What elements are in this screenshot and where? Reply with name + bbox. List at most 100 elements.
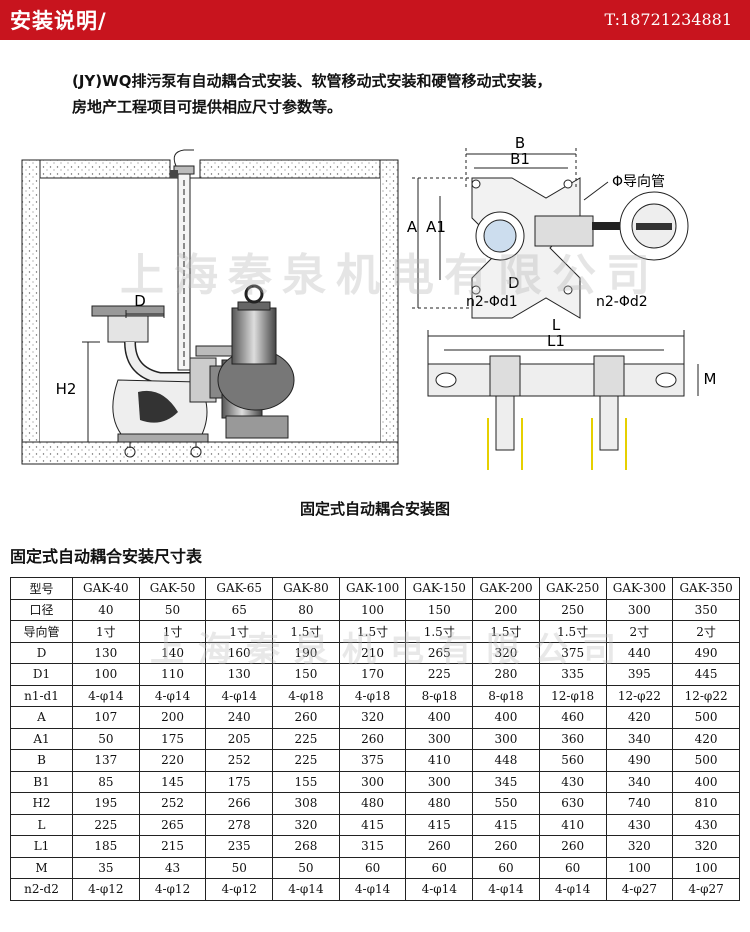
table-cell: 1.5寸 xyxy=(405,620,474,643)
table-cell: 415 xyxy=(472,813,540,836)
table-cell: 340 xyxy=(605,727,674,750)
table-cell: 4-φ27 xyxy=(605,878,674,901)
table-cell: 1寸 xyxy=(205,620,274,643)
table-cell: 4-φ27 xyxy=(672,878,740,901)
table-cell: 12-φ22 xyxy=(605,684,674,707)
discharge-elbow xyxy=(91,305,209,458)
row-header-cell: 导向管 xyxy=(10,620,73,643)
table-cell: 430 xyxy=(672,813,740,836)
label-n2-d1: n2-Φd1 xyxy=(466,294,518,310)
table-cell: 4-φ14 xyxy=(538,878,607,901)
table-cell: 190 xyxy=(272,641,340,664)
table-cell: 430 xyxy=(605,813,674,836)
table-cell: 260 xyxy=(272,706,340,729)
table-cell: 335 xyxy=(538,663,607,686)
table-cell: 480 xyxy=(405,792,474,815)
table-cell: 320 xyxy=(605,835,674,858)
table-cell: 1.5寸 xyxy=(472,620,540,643)
table-cell: 630 xyxy=(538,792,607,815)
table-cell: 260 xyxy=(405,835,474,858)
table-cell: 185 xyxy=(72,835,140,858)
table-cell: 340 xyxy=(605,770,674,793)
table-cell: GAK-40 xyxy=(72,577,140,600)
table-cell: 268 xyxy=(272,835,340,858)
table-cell: 175 xyxy=(138,727,207,750)
table-cell: 110 xyxy=(138,663,207,686)
table-cell: 280 xyxy=(472,663,540,686)
table-cell: 107 xyxy=(72,706,140,729)
table-cell: GAK-50 xyxy=(138,577,207,600)
table-cell: 560 xyxy=(538,749,607,772)
row-header-cell: A xyxy=(10,706,73,729)
table-cell: 265 xyxy=(138,813,207,836)
table-cell: 490 xyxy=(672,641,740,664)
table-cell: 4-φ14 xyxy=(405,878,474,901)
table-cell: 40 xyxy=(72,598,140,621)
table-cell: 225 xyxy=(272,749,340,772)
diagram-watermark: 上海秦泉机电有限公司 xyxy=(120,250,660,301)
table-cell: 345 xyxy=(472,770,540,793)
label-h2: H2 xyxy=(56,380,77,398)
label-guide-pipe: Φ导向管 xyxy=(612,174,665,190)
table-cell: 35 xyxy=(72,856,140,879)
table-cell: 410 xyxy=(538,813,607,836)
table-cell: GAK-80 xyxy=(272,577,340,600)
table-cell: 445 xyxy=(672,663,740,686)
table-cell: 4-φ18 xyxy=(338,684,407,707)
label-d: D xyxy=(134,292,146,310)
table-cell: 60 xyxy=(538,856,607,879)
intro-text: (JY)WQ排污泵有自动耦合式安装、软管移动式安装和硬管移动式安装， 房地产工程… xyxy=(72,68,712,120)
table-cell: 350 xyxy=(672,598,740,621)
table-cell: 2寸 xyxy=(672,620,740,643)
table-cell: 400 xyxy=(405,706,474,729)
table-cell: 1.5寸 xyxy=(538,620,607,643)
table-cell: 215 xyxy=(138,835,207,858)
table-cell: 220 xyxy=(138,749,207,772)
table-cell: 100 xyxy=(672,856,740,879)
row-header-cell: 型号 xyxy=(10,577,73,600)
table-cell: 8-φ18 xyxy=(405,684,474,707)
table-cell: 65 xyxy=(205,598,274,621)
table-cell: GAK-350 xyxy=(672,577,740,600)
table-cell: 4-φ14 xyxy=(205,684,274,707)
table-cell: 12-φ18 xyxy=(538,684,607,707)
dimension-d-h2: D H2 xyxy=(56,292,165,443)
table-cell: 210 xyxy=(338,641,407,664)
table-cell: 235 xyxy=(205,835,274,858)
table-cell: 1寸 xyxy=(72,620,140,643)
table-cell: 2寸 xyxy=(605,620,674,643)
label-d-bottom: D xyxy=(508,274,520,292)
table-cell: 250 xyxy=(538,598,607,621)
intro-line-2: 房地产工程项目可提供相应尺寸参数等。 xyxy=(72,98,343,116)
phone-number: T:18721234881 xyxy=(604,10,732,29)
table-cell: 410 xyxy=(405,749,474,772)
table-cell: 395 xyxy=(605,663,674,686)
table-cell: 300 xyxy=(472,727,540,750)
table-cell: 50 xyxy=(205,856,274,879)
table-cell: 260 xyxy=(472,835,540,858)
row-header-cell: 口径 xyxy=(10,598,73,621)
label-b1: B1 xyxy=(510,150,530,168)
table-cell: 175 xyxy=(205,770,274,793)
table-cell: 60 xyxy=(472,856,540,879)
table-cell: 85 xyxy=(72,770,140,793)
table-cell: 415 xyxy=(338,813,407,836)
table-cell: 1寸 xyxy=(138,620,207,643)
table-cell: GAK-200 xyxy=(472,577,540,600)
table-cell: 100 xyxy=(72,663,140,686)
table-cell: 43 xyxy=(138,856,207,879)
table-cell: 300 xyxy=(405,727,474,750)
section-title: 安装说明/ xyxy=(10,9,107,33)
table-cell: 740 xyxy=(605,792,674,815)
table-cell: 300 xyxy=(605,598,674,621)
table-cell: 50 xyxy=(72,727,140,750)
table-cell: 150 xyxy=(405,598,474,621)
table-cell: 448 xyxy=(472,749,540,772)
